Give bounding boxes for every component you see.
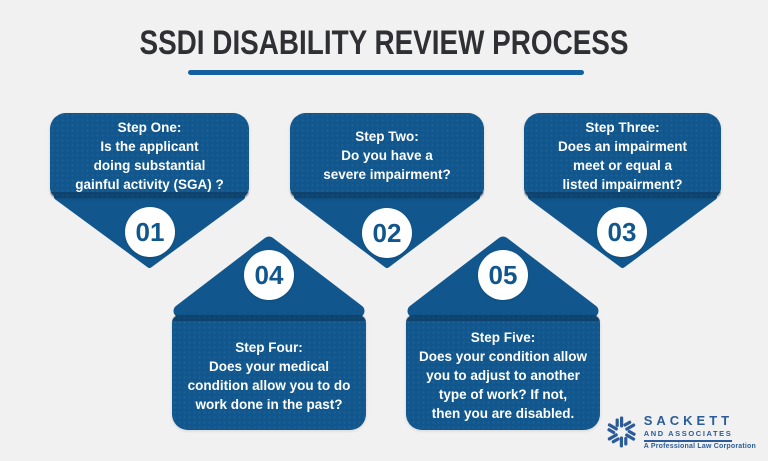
step-1-line: Is the applicant [100,138,199,154]
step-4-number: 04 [254,259,284,290]
page-title: SSDI DISABILITY REVIEW PROCESS [139,24,629,62]
step-1-number: 01 [135,216,165,247]
step-1-number-badge: 01 [125,207,175,257]
step-5-line: you to adjust to another [426,368,580,383]
step-3-card: Step Three: Does an impairment meet or e… [524,113,721,198]
logo-divider [643,440,732,442]
step-1-card: Step One: Is the applicant doing substan… [50,113,249,198]
step-5-line: then you are disabled. [431,406,575,421]
step-2-line: Do you have a [341,148,433,163]
step-5-number-badge: 05 [478,250,528,300]
logo-text-block: SACKETT AND ASSOCIATES A Professional La… [643,413,756,450]
step-2-number-badge: 02 [362,208,412,258]
step-4-line: Does your medical [208,358,330,374]
step-5-number: 05 [488,259,518,290]
step-5-line: type of work? If not, [438,387,568,402]
step-3-line: Does an impairment [557,138,688,154]
step-2-number: 02 [372,217,402,248]
step-3-number-badge: 03 [597,207,647,257]
step-4-card: Step Four: Does your medical condition a… [172,315,366,430]
step-1-line: doing substantial [93,157,206,173]
step-3-line: meet or equal a [572,157,673,173]
step-2-line: severe impairment? [323,167,451,182]
step-1-line: gainful activity (SGA) ? [75,176,224,192]
title-underline [188,70,584,75]
step-5-label: Step Five: [470,330,536,345]
step-3-number: 03 [607,216,637,247]
logo-tagline: A Professional Law Corporation [643,443,756,450]
step-5-card: Step Five: Does your condition allow you… [406,315,600,430]
step-4-label: Step Four: [235,339,303,355]
pinwheel-icon [606,416,636,448]
step-5-line: Does your condition allow [418,349,587,364]
step-4-line: work done in the past? [195,396,343,412]
sackett-logo: SACKETT AND ASSOCIATES A Professional La… [605,414,756,450]
step-3-line: listed impairment? [562,176,683,192]
step-3-label: Step Three: [585,119,660,135]
step-2-label: Step Two: [355,129,419,144]
step-4-line: condition allow you to do [187,377,351,393]
step-1-label: Step One: [117,119,182,135]
logo-firm-name: SACKETT [643,413,734,428]
step-2-card: Step Two: Do you have a severe impairmen… [290,113,484,198]
step-4-number-badge: 04 [244,250,294,300]
logo-firm-subtitle: AND ASSOCIATES [643,429,733,438]
